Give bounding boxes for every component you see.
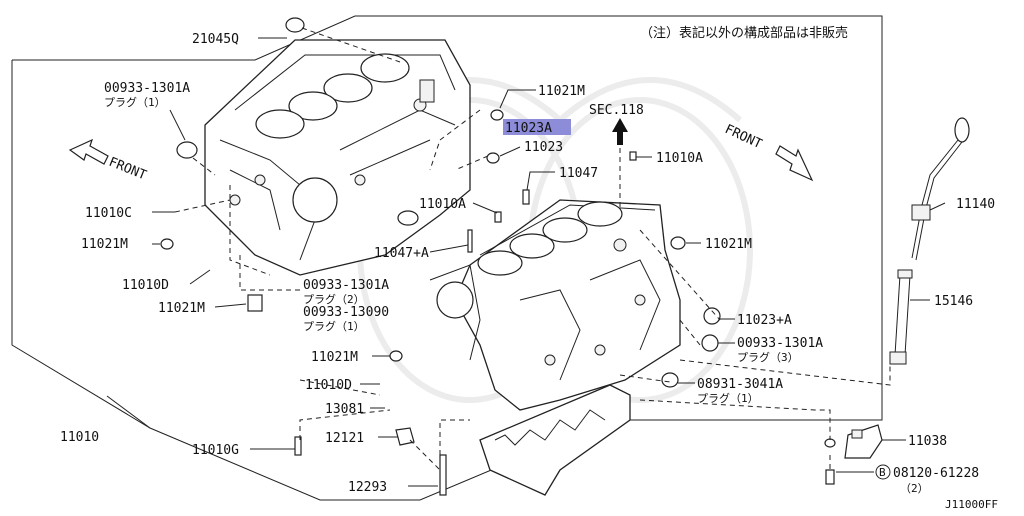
label-11038: 11038 <box>908 434 947 449</box>
label-11021M-top: 11021M <box>538 84 585 99</box>
small-parts <box>160 17 836 496</box>
section-arrow <box>612 118 628 210</box>
front-arrow-left-icon <box>68 138 109 165</box>
label-11047: 11047 <box>559 166 598 181</box>
cylinder-block-inverted <box>204 39 471 276</box>
label-11010D-mid: 11010D <box>305 378 352 393</box>
label-11021M-block: 11021M <box>705 237 752 252</box>
label-11010A-mid: 11010A <box>419 197 466 212</box>
assembly-dashed-lines <box>174 27 891 471</box>
label-11010G: 11010G <box>192 443 239 458</box>
label-sec-118: SEC.118 <box>589 103 644 118</box>
label-front-right: FRONT <box>722 122 764 152</box>
label-front-left: FRONT <box>107 155 149 184</box>
label-00933-1301A-mid-sub: プラグ（2） <box>303 292 365 306</box>
front-arrow-right-icon <box>775 145 814 182</box>
lower-crankcase <box>479 384 631 496</box>
cylinder-block-upright <box>429 199 681 411</box>
label-11023: 11023 <box>524 140 563 155</box>
bolt-marker-icon <box>875 464 891 480</box>
leader-lines <box>106 37 946 487</box>
label-15146: 15146 <box>934 294 973 309</box>
label-11021M-low: 11021M <box>158 301 205 316</box>
label-08931-3041A-sub: プラグ（1） <box>697 391 759 405</box>
dipstick-guide-tube <box>889 269 913 365</box>
label-11010: 11010 <box>60 430 99 445</box>
label-00933-1301A-mid: 00933-1301A <box>303 278 389 293</box>
label-00933-13090-sub: プラグ（1） <box>303 319 365 333</box>
label-00933-1301A-top: 00933-1301A <box>104 81 190 96</box>
label-00933-13090: 00933-13090 <box>303 305 389 320</box>
label-00933-1301A-right: 00933-1301A <box>737 336 823 351</box>
label-11047-A: 11047+A <box>374 246 429 261</box>
label-12293: 12293 <box>348 480 387 495</box>
label-11010C: 11010C <box>85 206 132 221</box>
label-21045Q: 21045Q <box>192 32 239 47</box>
label-11010A-right: 11010A <box>656 151 703 166</box>
label-13081: 13081 <box>325 402 364 417</box>
label-08120-61228-sub: （2） <box>900 482 929 495</box>
highlight-11023A <box>503 119 571 135</box>
bracket-11038 <box>844 424 883 459</box>
label-08931-3041A: 08931-3041A <box>697 377 783 392</box>
bolt-marker-letter: B <box>879 466 886 479</box>
drawing-code: J11000FF <box>945 498 998 511</box>
label-00933-1301A-right-sub: プラグ（3） <box>737 350 799 364</box>
note-not-for-sale: （注）表記以外の構成部品は非販売 <box>640 25 848 41</box>
label-11023A: 11023A <box>505 121 552 136</box>
label-11021M-mid: 11021M <box>311 350 358 365</box>
label-12121: 12121 <box>325 431 364 446</box>
label-11140: 11140 <box>956 197 995 212</box>
label-00933-1301A-top-sub: プラグ（1） <box>104 95 166 109</box>
label-11023-A-right: 11023+A <box>737 313 792 328</box>
label-11010D-left: 11010D <box>122 278 169 293</box>
dipstick <box>911 117 970 261</box>
label-08120-61228: 08120-61228 <box>893 466 979 481</box>
label-11021M-left: 11021M <box>81 237 128 252</box>
